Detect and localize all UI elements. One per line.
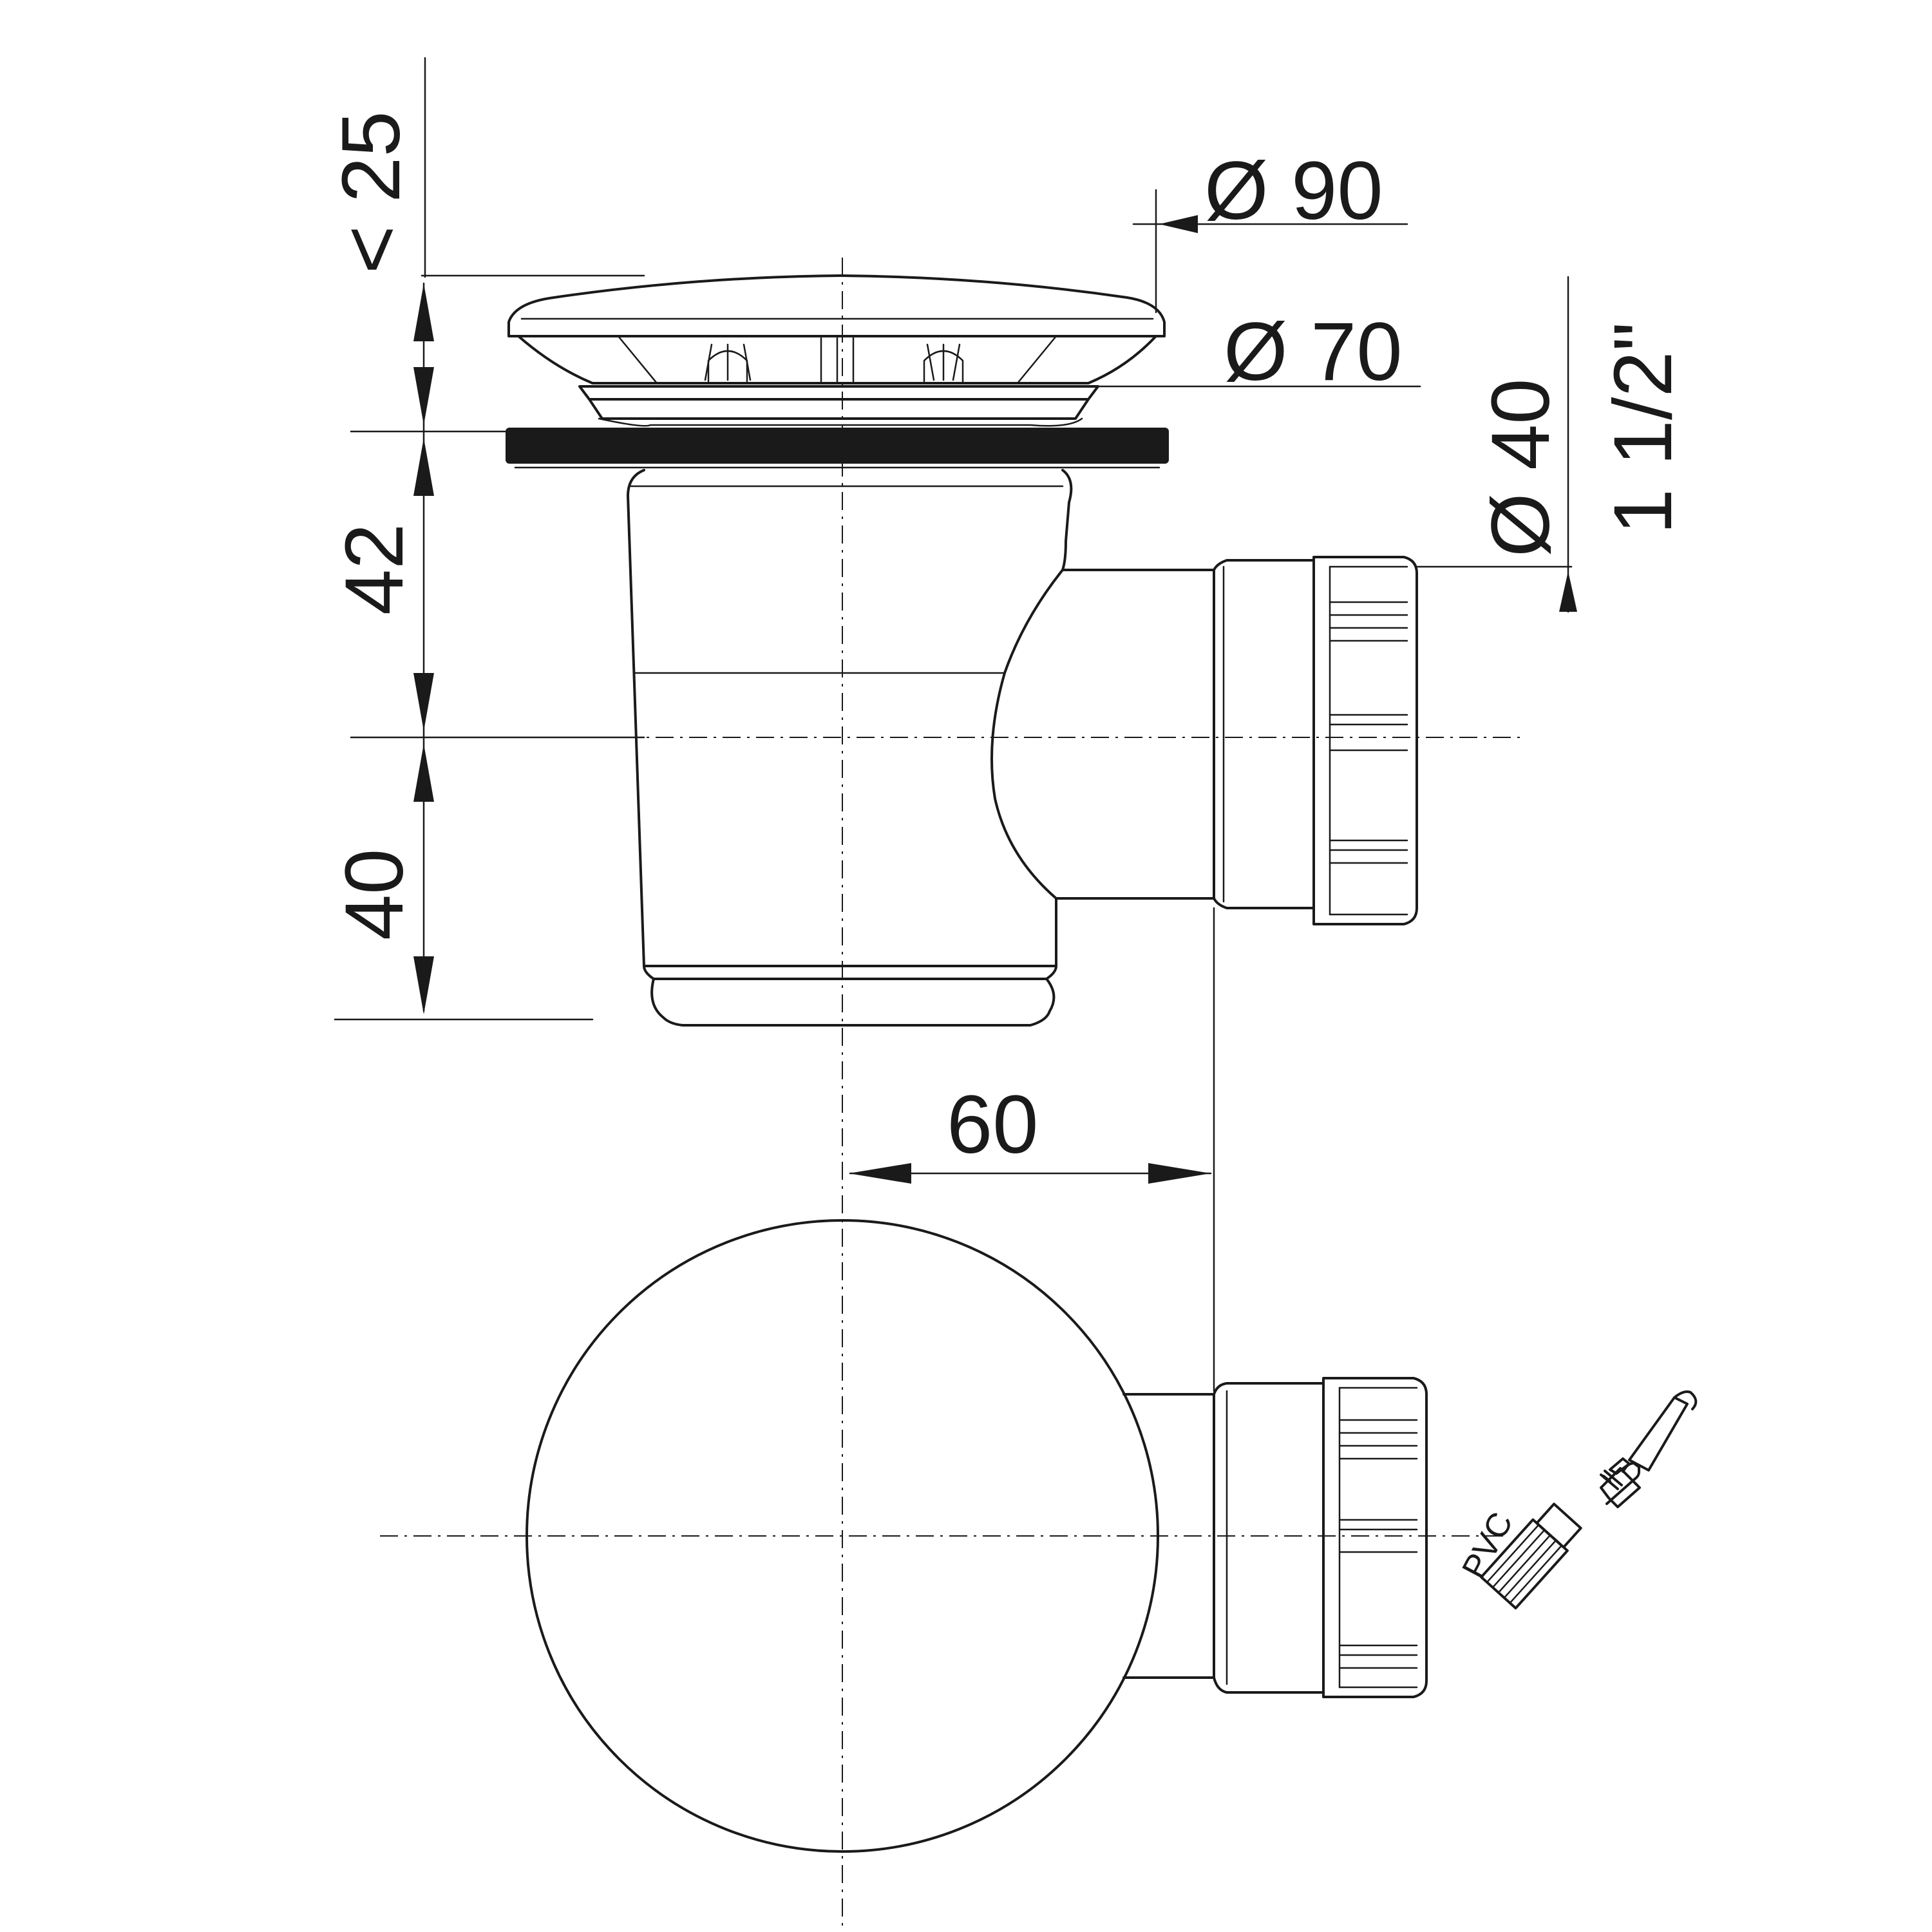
arrow-40-bottom bbox=[413, 956, 434, 1014]
arrow-42-bottom bbox=[413, 673, 434, 731]
arrow-40-top bbox=[413, 744, 434, 802]
strainer-neck bbox=[578, 385, 1099, 420]
drain-body bbox=[627, 469, 1057, 967]
brush-stem bbox=[1609, 1457, 1631, 1475]
dim-body-height-label: 42 bbox=[328, 524, 421, 615]
arrow-60-left bbox=[849, 1163, 911, 1184]
top-view bbox=[380, 1219, 1507, 1853]
dim-outlet-height-label: 40 bbox=[328, 849, 421, 940]
side-view bbox=[354, 258, 1526, 1926]
nut-ribs-top bbox=[1338, 1387, 1418, 1689]
arrow-42-top bbox=[413, 438, 434, 496]
outlet-sleeve bbox=[1213, 559, 1315, 909]
dim-outlet-offset-label: 60 bbox=[947, 1079, 1038, 1171]
arrow-25-bottom bbox=[413, 367, 434, 425]
pvc-glue-brush-icon: PVC bbox=[1455, 1390, 1698, 1610]
outlet-elbow bbox=[990, 569, 1215, 900]
dimension-lines bbox=[334, 57, 1577, 1392]
outlet-nut bbox=[1312, 556, 1418, 925]
brush-ferrule bbox=[1535, 1502, 1582, 1549]
bottom-outlet-lip bbox=[643, 965, 1057, 1027]
strainer-cap bbox=[507, 274, 1166, 337]
grille-slots bbox=[704, 337, 964, 383]
strainer-grille bbox=[517, 335, 1157, 384]
drain-cover-circle bbox=[526, 1219, 1159, 1853]
dimension-labels: < 25 Ø 90 Ø 70 Ø 40 1 1/2" 42 40 60 bbox=[325, 111, 1689, 1171]
dim-top-height-label: < 25 bbox=[325, 111, 417, 274]
outlet-sleeve-top bbox=[1213, 1382, 1325, 1694]
arrow-dia90 bbox=[1159, 215, 1198, 233]
dim-thread-label: 1 1/2" bbox=[1597, 322, 1689, 535]
outlet-pipe-top bbox=[1122, 1393, 1215, 1679]
outlet-nut-top bbox=[1322, 1377, 1428, 1698]
arrow-25-top bbox=[413, 283, 434, 341]
brush-handle bbox=[1600, 1467, 1641, 1508]
nut-ribs bbox=[1329, 565, 1408, 916]
arrow-60-right bbox=[1148, 1163, 1211, 1184]
dim-dia70-label: Ø 70 bbox=[1224, 306, 1403, 398]
flange-gasket bbox=[506, 428, 1169, 464]
dim-dia90-label: Ø 90 bbox=[1204, 145, 1383, 237]
arrow-dia40 bbox=[1559, 571, 1577, 612]
dim-dia40-label: Ø 40 bbox=[1475, 379, 1567, 558]
